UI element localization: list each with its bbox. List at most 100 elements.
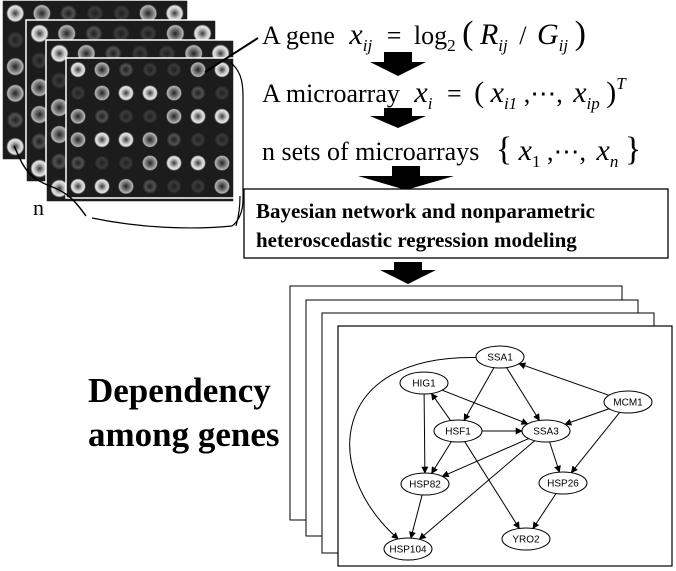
eq3-e2: x [595,134,610,167]
eq2-e1: x [490,76,505,109]
eq1-equals: = [387,21,402,50]
eq1-var: x [348,18,363,51]
microarray-stack-image [1,0,235,203]
network-node-ellipse [475,345,525,369]
network-node-label: HSP104 [389,545,427,556]
network-edge [431,392,451,421]
eq1-fn-sub: 2 [447,36,456,55]
network-node: YRO2 [501,527,551,551]
eq1-num: R [479,18,498,51]
network-edges [349,357,621,540]
dependency-line-1: Dependency [88,371,271,410]
network-node: SSA3 [521,419,571,443]
network-node: SSA1 [475,345,525,369]
gene-pointer-line [204,37,259,73]
eq3-dots: ,⋯, [547,137,586,166]
network-edge [421,393,429,474]
eq3-open: { [496,131,512,168]
network-node-ellipse [538,471,588,495]
network-node: HIG1 [399,371,449,395]
network-edge [464,441,520,530]
eq3-close: } [625,131,641,168]
eq1-den: G [537,18,559,51]
stack-bottom-brace [91,217,233,229]
eq1-lead: A gene [262,21,335,50]
network-node-label: HSF1 [445,427,471,438]
network-edge [349,357,477,540]
eq1-close: ) [575,15,586,52]
network-node-ellipse [399,371,449,395]
network-edge [518,362,610,396]
model-box [243,188,669,259]
network-edge [418,440,535,540]
eq2-equals: = [447,79,462,108]
network-node-ellipse [400,472,450,496]
network-edge [532,493,557,530]
network-edge [431,441,452,475]
network-edge [570,412,621,474]
n-label: n [33,195,44,220]
network-edge [506,367,540,422]
flow-arrow-1 [370,52,426,76]
eq1-den-sub: ij [559,36,569,55]
eq1-num-sub: ij [498,36,508,55]
flow-arrow-2 [370,108,426,128]
equation-gene: A gene xij = log2 ( Rij / Gij ) [262,15,586,57]
eq2-close: ) [606,76,616,109]
network-node-label: SSA3 [533,427,559,438]
network-node-ellipse [383,537,433,561]
flow-arrow-4 [380,262,436,284]
network-node-label: SSA1 [487,353,513,364]
network-edge [549,441,561,473]
eq2-open: ( [474,76,484,109]
network-edge [463,367,495,421]
dependency-line-2: among genes [88,415,280,454]
eq2-dots: ,⋯, [524,79,563,108]
network-node-label: HSP26 [547,479,579,490]
eq3-lead: n sets of microarrays [262,137,479,166]
network-node-label: HSP82 [409,480,441,491]
eq3-e1-sub: 1 [532,152,541,171]
network-edge [409,494,423,539]
eq2-e2: x [572,76,587,109]
network-edge [564,408,610,426]
network-node: HSF1 [433,419,483,443]
model-box-line-1: Bayesian network and nonparametric [256,199,595,223]
network-node-label: HIG1 [412,379,436,390]
eq3-e1: x [518,134,533,167]
eq2-lead: A microarray [262,79,400,108]
eq2-e2-sub: ip [587,94,600,113]
eq2-sup: T [616,74,627,93]
network-node-ellipse [433,419,483,443]
network-node-ellipse [603,390,653,414]
microarray-layer [65,57,235,199]
equation-sets: n sets of microarrays { x1 ,⋯, xn } [262,131,641,173]
network-node: HSP82 [400,472,450,496]
network-node-label: YRO2 [512,535,540,546]
network-node-ellipse [521,419,571,443]
network-node: HSP104 [383,537,433,561]
flow-arrow-3 [358,166,454,190]
network-edge [442,389,529,425]
network-panel-stack [289,285,673,567]
model-box-line-2: heteroscedastic regression modeling [256,228,577,252]
eq2-var: x [413,76,428,109]
network-edge [441,438,529,478]
equation-microarray: A microarray xi = ( xi1 ,⋯, xip )T [262,74,627,115]
eq3-e2-sub: n [610,152,619,171]
eq1-sub: ij [363,36,373,55]
network-node: HSP26 [538,471,588,495]
eq2-sub: i [428,94,433,113]
stack-brace [13,145,87,217]
network-node: MCM1 [603,390,653,414]
network-node-ellipse [501,527,551,551]
stack-side-brace [229,61,244,227]
eq2-e1-sub: i1 [504,94,517,113]
eq1-slash: / [519,21,527,50]
network-node-label: MCM1 [613,398,643,409]
eq1-open: ( [462,15,473,52]
